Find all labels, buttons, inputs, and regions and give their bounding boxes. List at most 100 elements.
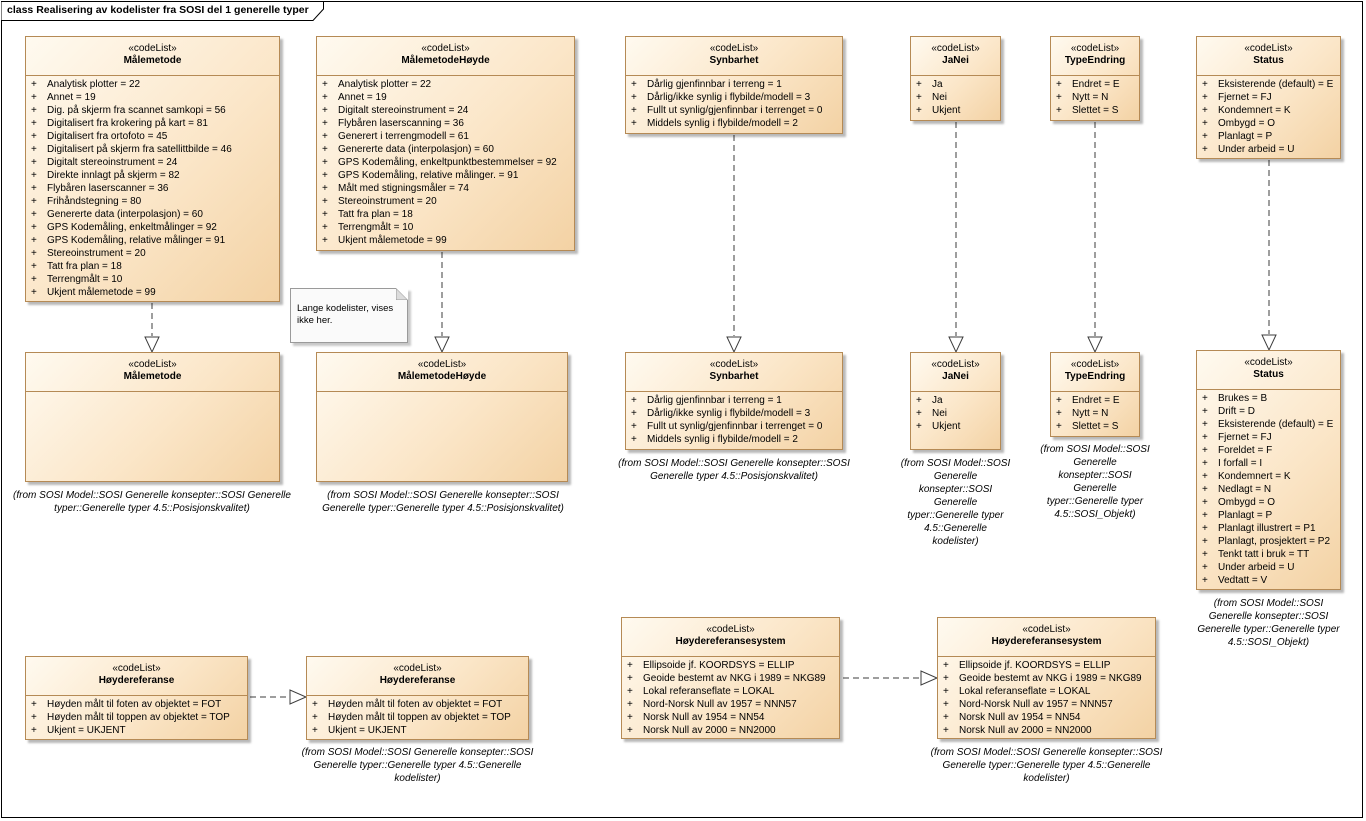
- attribute-text: Dårlig/ikke synlig i flybilde/modell = 3: [647, 408, 811, 419]
- class-typeendring-top[interactable]: «codeList»TypeEndring+Endret = E+Nytt = …: [1050, 36, 1140, 121]
- visibility-marker: +: [916, 395, 922, 406]
- attribute-list: +Analytisk plotter = 22+Annet = 19+Dig. …: [26, 76, 279, 299]
- visibility-marker: +: [322, 92, 328, 103]
- class-malemetode-top[interactable]: «codeList»Målemetode+Analytisk plotter =…: [25, 36, 280, 302]
- class-stereotype: «codeList»: [709, 359, 759, 370]
- attribute-row: +Planlagt, prosjektert = P2: [1197, 535, 1340, 548]
- attribute-row: +Digitalt stereoinstrument = 24: [317, 104, 574, 117]
- attribute-row: +Nei: [911, 407, 1000, 420]
- attribute-row: +Høyden målt til toppen av objektet = TO…: [26, 711, 247, 724]
- attribute-text: Ukjent målemetode = 99: [338, 235, 447, 246]
- attribute-text: Tatt fra plan = 18: [338, 209, 413, 220]
- attribute-text: Ombygd = O: [1218, 497, 1275, 508]
- attribute-row: +Planlagt illustrert = P1: [1197, 522, 1340, 535]
- attribute-row: +Slettet = S: [1051, 420, 1139, 433]
- class-origin-caption: (from SOSI Model::SOSI Generelle konsept…: [930, 747, 1163, 784]
- note-text: Lange kodelister, vises ikke her.: [297, 303, 394, 326]
- attribute-text: Høyden målt til toppen av objektet = TOP: [328, 712, 511, 723]
- attribute-text: Norsk Null av 2000 = NN2000: [643, 725, 776, 736]
- class-stereotype: «codeList»: [128, 43, 177, 54]
- attribute-row: +Planlagt = P: [1197, 509, 1340, 522]
- class-stereotype: «codeList»: [128, 359, 177, 370]
- class-malemetodehoyde-top[interactable]: «codeList»MålemetodeHøyde+Analytisk plot…: [316, 36, 575, 251]
- class-malemetodehoyde-ref[interactable]: «codeList»MålemetodeHøyde: [316, 352, 568, 482]
- attribute-row: +Lokal referanseflate = LOKAL: [622, 685, 839, 698]
- attribute-row: +Nei: [911, 91, 1000, 104]
- class-header: «codeList»MålemetodeHøyde: [317, 353, 567, 382]
- arrowhead-janei: [948, 336, 964, 354]
- class-synbarhet-top[interactable]: «codeList»Synbarhet+Dårlig gjenfinnbar i…: [625, 36, 843, 134]
- class-status-ref[interactable]: «codeList»Status+Brukes = B+Drift = D+Ek…: [1196, 350, 1341, 590]
- class-janei-ref[interactable]: «codeList»JaNei+Ja+Nei+Ukjent: [910, 352, 1001, 450]
- visibility-marker: +: [322, 105, 328, 116]
- attribute-row: +Under arbeid = U: [1197, 561, 1340, 574]
- attribute-text: I forfall = I: [1218, 458, 1263, 469]
- attribute-text: Ukjent = UKJENT: [47, 725, 126, 736]
- attribute-text: Høyden målt til foten av objektet = FOT: [47, 699, 222, 710]
- attribute-row: +Ukjent: [911, 420, 1000, 433]
- attribute-text: Kondemnert = K: [1218, 105, 1291, 116]
- attribute-text: Nord-Norsk Null av 1957 = NNN57: [959, 699, 1113, 710]
- attribute-list: +Dårlig gjenfinnbar i terreng = 1+Dårlig…: [626, 76, 842, 130]
- visibility-marker: +: [943, 712, 949, 723]
- attribute-list: +Ja+Nei+Ukjent: [911, 76, 1000, 117]
- attribute-text: Ja: [932, 79, 943, 90]
- attribute-row: +Fullt ut synlig/gjenfinnbar i terrenget…: [626, 104, 842, 117]
- attribute-text: Geoide bestemt av NKG i 1989 = NKG89: [959, 673, 1142, 684]
- attribute-text: Slettet = S: [1072, 105, 1119, 116]
- visibility-marker: +: [627, 686, 633, 697]
- class-compartment-divider: [626, 75, 842, 76]
- attribute-text: Direkte innlagt på skjerm = 82: [47, 170, 180, 181]
- attribute-text: Genererte data (interpolasjon) = 60: [338, 144, 494, 155]
- class-name: Høydereferansesystem: [991, 636, 1102, 647]
- visibility-marker: +: [1056, 79, 1062, 90]
- visibility-marker: +: [322, 196, 328, 207]
- class-name: TypeEndring: [1064, 371, 1126, 382]
- attribute-row: +Ombygd = O: [1197, 496, 1340, 509]
- attribute-text: Digitalisert fra krokering på kart = 81: [47, 118, 208, 129]
- class-compartment-divider: [626, 391, 842, 392]
- class-name: MålemetodeHøyde: [401, 55, 490, 66]
- visibility-marker: +: [916, 421, 922, 432]
- class-stereotype: «codeList»: [1070, 43, 1120, 54]
- attribute-row: +GPS Kodemåling, enkeltpunktbestemmelser…: [317, 156, 574, 169]
- attribute-row: +Norsk Null av 2000 = NN2000: [622, 724, 839, 737]
- attribute-text: Annet = 19: [338, 92, 387, 103]
- attribute-row: +Norsk Null av 1954 = NN54: [622, 711, 839, 724]
- class-compartment-divider: [911, 391, 1000, 392]
- attribute-text: Nedlagt = N: [1218, 484, 1272, 495]
- class-compartment-divider: [317, 391, 567, 392]
- class-typeendring-ref[interactable]: «codeList»TypeEndring+Endret = E+Nytt = …: [1050, 352, 1140, 437]
- attribute-row: +Ukjent målemetode = 99: [26, 286, 279, 299]
- attribute-row: +Genererte data (interpolasjon) = 60: [317, 143, 574, 156]
- class-hoydereferansesystem-ref[interactable]: «codeList»Høydereferansesystem+Ellipsoid…: [937, 617, 1156, 739]
- class-janei-top[interactable]: «codeList»JaNei+Ja+Nei+Ukjent: [910, 36, 1001, 121]
- class-header: «codeList»Høydereferansesystem: [622, 618, 839, 647]
- visibility-marker: +: [1202, 144, 1208, 155]
- visibility-marker: +: [31, 209, 37, 220]
- visibility-marker: +: [631, 105, 637, 116]
- class-status-top[interactable]: «codeList»Status+Eksisterende (default) …: [1196, 36, 1341, 159]
- visibility-marker: +: [31, 118, 37, 129]
- visibility-marker: +: [631, 434, 637, 445]
- attribute-text: Planlagt = P: [1218, 131, 1273, 142]
- visibility-marker: +: [1056, 408, 1062, 419]
- class-name: Status: [1253, 369, 1284, 380]
- attribute-text: Dårlig/ikke synlig i flybilde/modell = 3: [647, 92, 811, 103]
- class-hoydereferanse-top[interactable]: «codeList»Høydereferanse+Høyden målt til…: [25, 656, 248, 740]
- class-stereotype: «codeList»: [1022, 624, 1071, 635]
- attribute-row: +Fjernet = FJ: [1197, 91, 1340, 104]
- attribute-row: +Dårlig/ikke synlig i flybilde/modell = …: [626, 91, 842, 104]
- class-synbarhet-ref[interactable]: «codeList»Synbarhet+Dårlig gjenfinnbar i…: [625, 352, 843, 450]
- class-malemetode-ref[interactable]: «codeList»Målemetode: [25, 352, 280, 482]
- visibility-marker: +: [1202, 118, 1208, 129]
- class-header: «codeList»Status: [1197, 351, 1340, 380]
- attribute-row: +Direkte innlagt på skjerm = 82: [26, 169, 279, 182]
- attribute-list: [317, 392, 567, 394]
- class-hoydereferanse-ref[interactable]: «codeList»Høydereferanse+Høyden målt til…: [306, 656, 529, 740]
- class-hoydereferansesystem-top[interactable]: «codeList»Høydereferansesystem+Ellipsoid…: [621, 617, 840, 739]
- class-stereotype: «codeList»: [706, 624, 755, 635]
- attribute-text: Norsk Null av 1954 = NN54: [959, 712, 1081, 723]
- class-origin-caption: (from SOSI Model::SOSI Generelle konsept…: [322, 490, 564, 514]
